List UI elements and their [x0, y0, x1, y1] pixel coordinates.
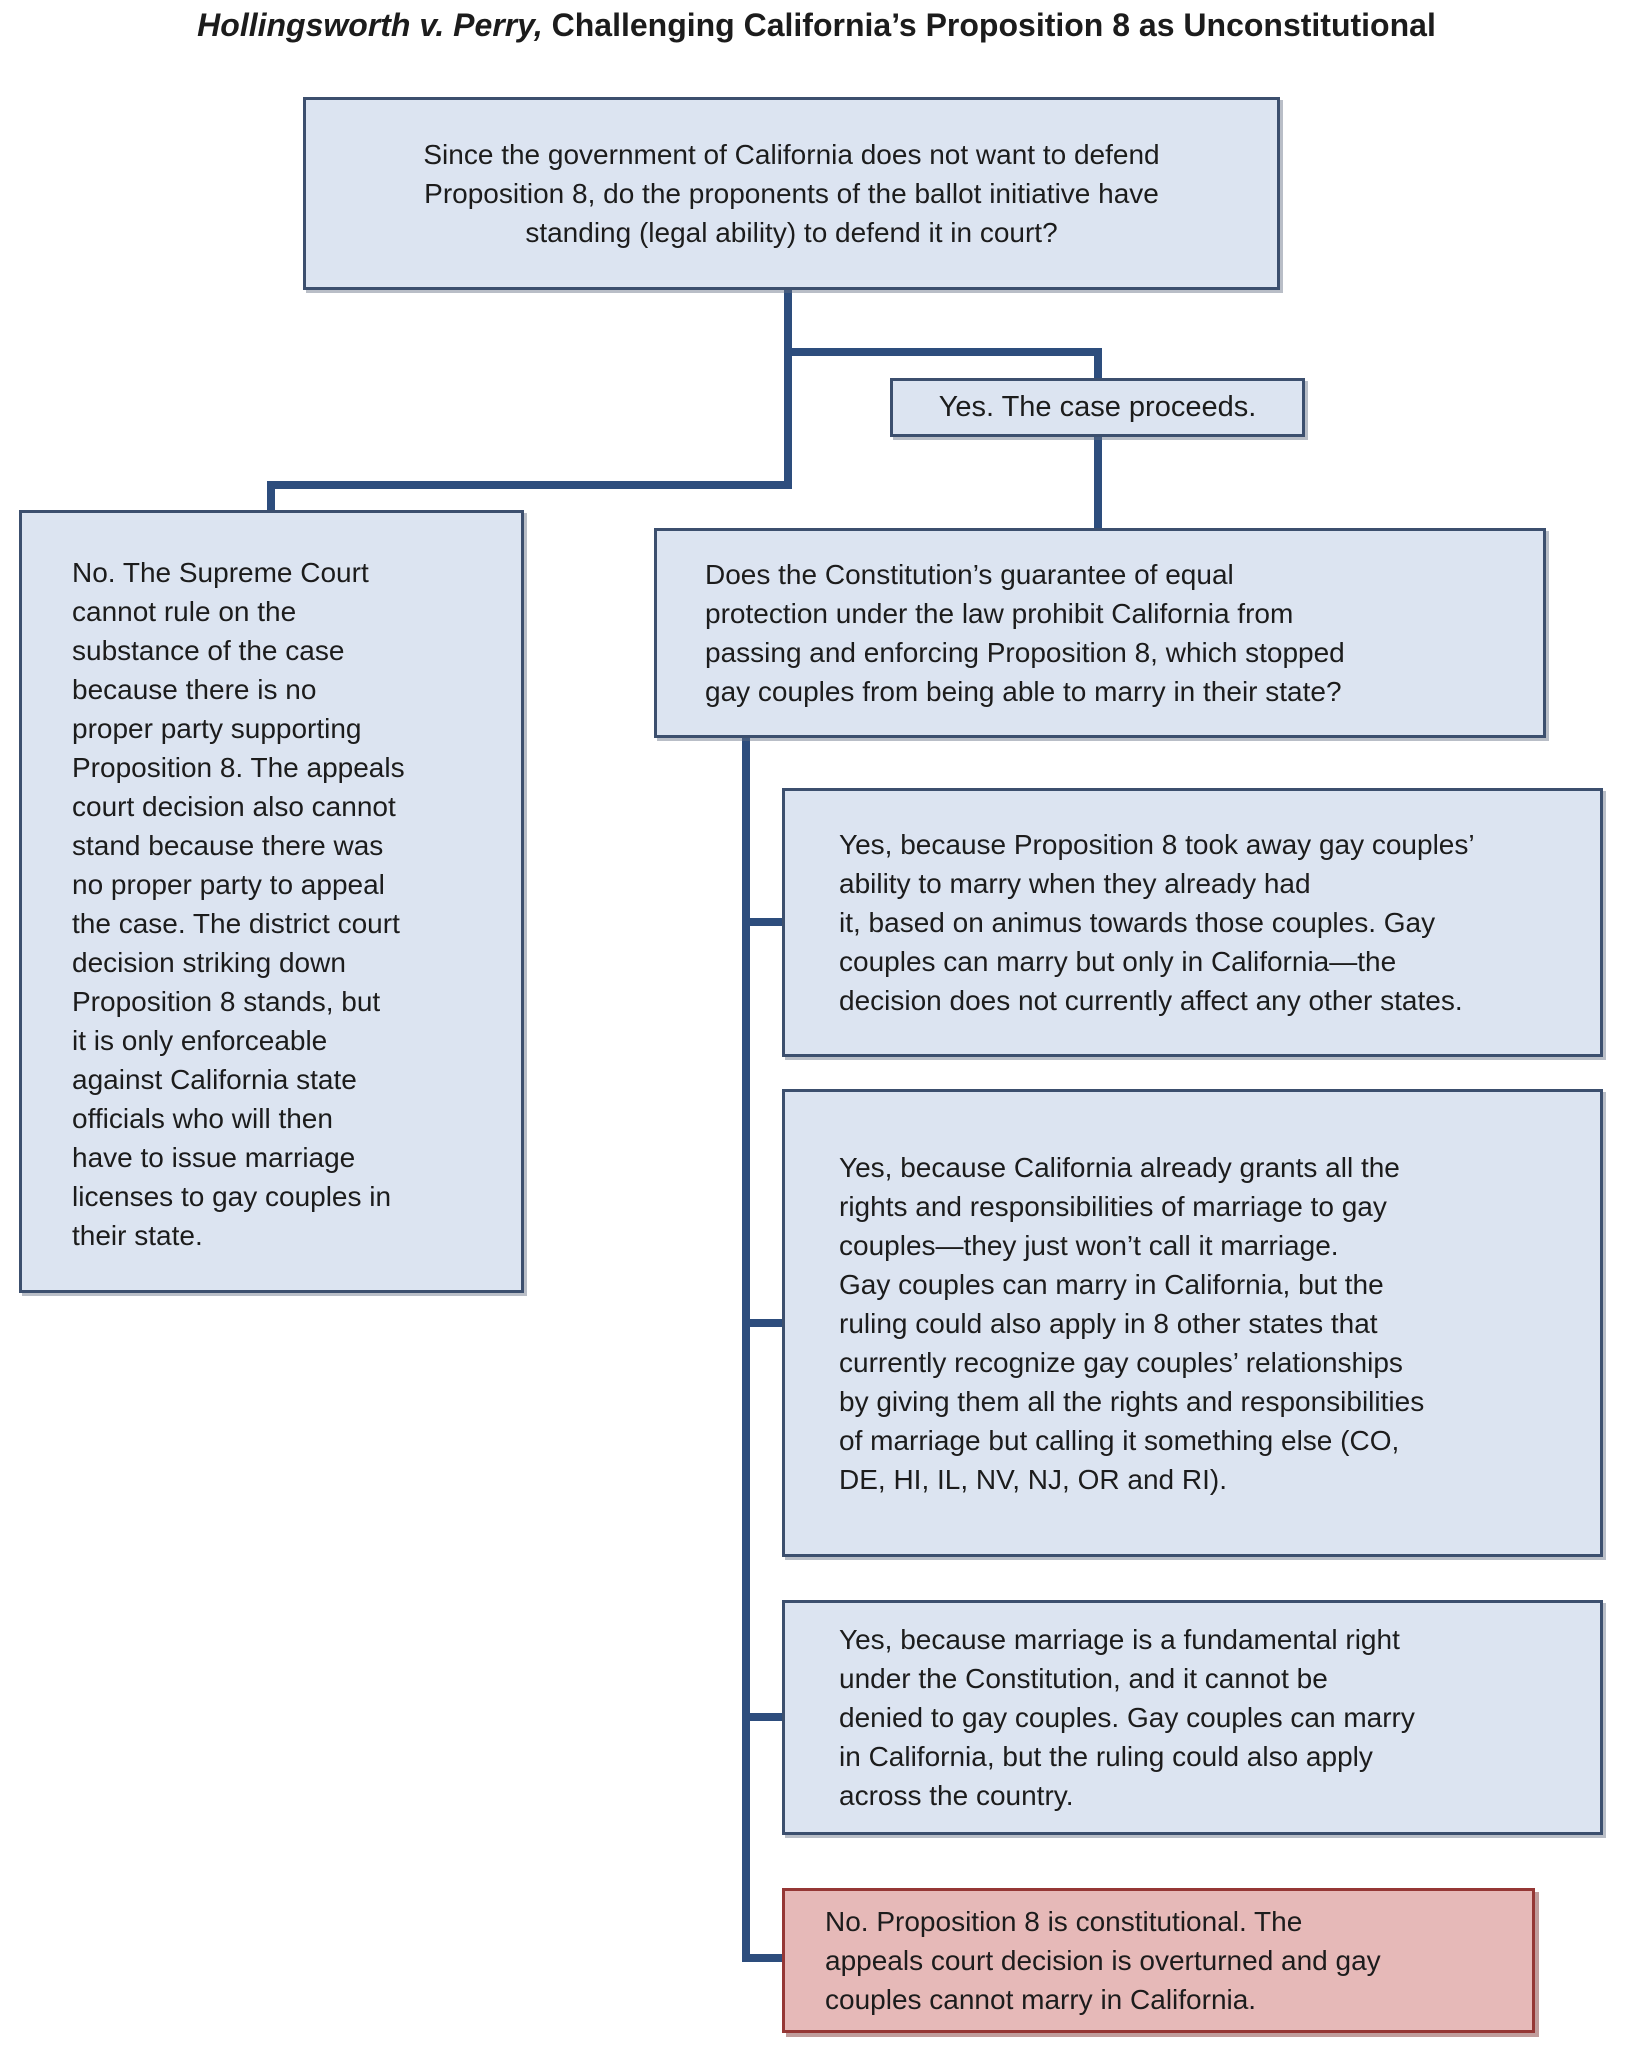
no-standing-outcome-text: No. The Supreme Court cannot rule on the… [72, 557, 405, 1251]
connector-no-down [267, 481, 275, 513]
title-rest: Challenging California’s Proposition 8 a… [542, 7, 1436, 43]
answer-no-constitutional-box: No. Proposition 8 is constitutional. The… [782, 1888, 1535, 2033]
answer-rights-responsibilities-box: Yes, because California already grants a… [782, 1089, 1603, 1557]
connector-branch-left [267, 481, 792, 489]
standing-question-box: Since the government of California does … [303, 97, 1280, 290]
yes-case-proceeds-box: Yes. The case proceeds. [890, 378, 1305, 437]
connector-stub-answer-2 [742, 1319, 786, 1327]
connector-q1-down [784, 288, 792, 489]
equal-protection-question-text: Does the Constitution’s guarantee of equ… [705, 559, 1345, 707]
yes-case-proceeds-text: Yes. The case proceeds. [938, 391, 1257, 423]
connector-yes-down [1094, 348, 1102, 530]
diagram-title: Hollingsworth v. Perry, Challenging Cali… [0, 6, 1633, 44]
equal-protection-question-box: Does the Constitution’s guarantee of equ… [654, 528, 1546, 738]
answer-rights-responsibilities-text: Yes, because California already grants a… [839, 1151, 1425, 1495]
standing-question-text: Since the government of California does … [423, 139, 1160, 248]
connector-stub-answer-4 [742, 1954, 786, 1962]
connector-stub-answer-3 [742, 1713, 786, 1721]
answer-fundamental-right-text: Yes, because marriage is a fundamental r… [839, 1624, 1415, 1811]
connector-branch-right [784, 348, 1102, 356]
connector-q2-spine [742, 736, 750, 1962]
answer-animus-text: Yes, because Proposition 8 took away gay… [839, 829, 1475, 1016]
no-standing-outcome-box: No. The Supreme Court cannot rule on the… [19, 510, 524, 1293]
answer-no-constitutional-text: No. Proposition 8 is constitutional. The… [825, 1906, 1381, 2015]
answer-fundamental-right-box: Yes, because marriage is a fundamental r… [782, 1600, 1603, 1835]
answer-animus-box: Yes, because Proposition 8 took away gay… [782, 788, 1603, 1057]
case-name-italic: Hollingsworth v. Perry, [197, 7, 543, 43]
connector-stub-answer-1 [742, 918, 786, 926]
